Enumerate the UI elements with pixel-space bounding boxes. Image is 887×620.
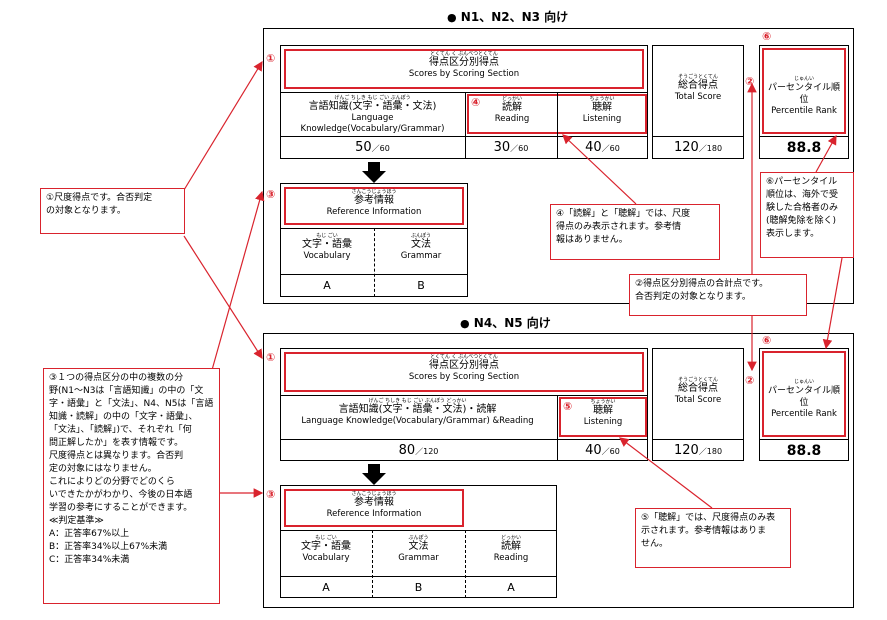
- top-ref-grammar-value: B: [417, 279, 425, 292]
- note-1: ①尺度得点です。合否判定 の対象となります。: [40, 188, 185, 234]
- bottom-lang-score: 80／120: [398, 443, 439, 458]
- note-2: ②得点区分別得点の合計点です。 合否判定の対象となります。: [629, 274, 807, 316]
- marker-3-top: ③: [266, 188, 276, 201]
- bottom-ref-grammar-value: B: [414, 581, 423, 594]
- top-section-title: ● N1、N2、N3 向け: [447, 10, 569, 24]
- bottom-section-title: ● N4、N5 向け: [460, 316, 551, 330]
- top-total-label: そうごうとくてん 総合得点 Total Score: [674, 74, 722, 102]
- note-4: ④「読解」と「聴解」では、尺度 得点のみ表示されます。参考情 報はありません。: [550, 204, 720, 260]
- top-lang-score: 50／60: [355, 140, 390, 155]
- top-down-arrow: [362, 171, 386, 183]
- bottom-down-arrow: [362, 473, 386, 485]
- bottom-listening-score: 40／60: [585, 443, 620, 458]
- top-total-score: 120／180: [673, 140, 723, 155]
- marker-2-top: ②: [745, 75, 755, 88]
- note-5: ⑤「聴解」では、尺度得点のみ表 示されます。参考情報はありま せん。: [635, 508, 791, 568]
- bottom-lang-knowledge-label: げんご ちしき もじ ごい ぶんぽう どっかい 言語知識(文字・語彙・文法)・読…: [301, 398, 534, 426]
- top-total-box: [652, 45, 744, 159]
- bottom-ref-vocab-value: A: [322, 581, 330, 594]
- marker-5: ⑤: [563, 400, 573, 413]
- bottom-reference-header: さんこうじょうほう 参考情報 Reference Information: [284, 489, 464, 527]
- bottom-panel: [263, 333, 854, 608]
- bottom-score-table: [280, 348, 648, 461]
- bottom-ref-reading-value: A: [507, 581, 515, 594]
- bottom-percentile-value: 88.8: [786, 443, 822, 459]
- top-reading-label: どっかい 読解 Reading: [494, 96, 530, 124]
- top-panel: [263, 28, 854, 304]
- top-reading-score: 30／60: [493, 140, 529, 155]
- marker-6-bottom: ⑥: [762, 334, 772, 347]
- bottom-reference-table: [280, 485, 557, 598]
- marker-3-bottom: ③: [266, 488, 276, 501]
- marker-4: ④: [471, 96, 481, 109]
- note-6: ⑥パーセンタイル 順位は、海外で受 験した合格者のみ (聴解免除を除く) 表示し…: [760, 172, 854, 258]
- bottom-total-label: そうごうとくてん 総合得点 Total Score: [674, 377, 722, 405]
- marker-1-bottom: ①: [266, 351, 276, 364]
- top-listening-score: 40／60: [585, 140, 620, 155]
- bottom-percentile-label: じゅんい パーセンタイル順位 Percentile Rank: [762, 351, 846, 437]
- top-percentile-label: じゅんい パーセンタイル順位 Percentile Rank: [762, 48, 846, 134]
- bottom-listening-label: ちょうかい 聴解 Listening: [559, 397, 647, 437]
- bottom-ref-vocab-label: もじ ごい 文字・語彙 Vocabulary: [301, 535, 351, 563]
- top-percentile-value: 88.8: [786, 140, 822, 156]
- bottom-section-header: とくてん く ぶんべつとくてん 得点区分別得点 Scores by Scorin…: [284, 352, 644, 392]
- top-lang-knowledge-label: げんご ちしき もじ ごい ぶんぽう 言語知識(文字・語彙・文法) Langua…: [300, 95, 445, 134]
- bottom-percentile-box: [759, 348, 849, 461]
- top-percentile-box: [759, 45, 849, 159]
- top-ref-vocab-label: もじ ごい 文字・語彙 Vocabulary: [302, 233, 352, 261]
- top-listening-label: ちょうかい 聴解 Listening: [582, 96, 622, 124]
- bottom-total-box: [652, 348, 744, 461]
- note-3: ③１つの得点区分の中の複数の分 野(N1〜N3は「言語知識」の中の「文 字・語彙…: [43, 368, 220, 604]
- marker-1-top: ①: [266, 52, 276, 65]
- marker-2-bottom: ②: [745, 374, 755, 387]
- top-ref-vocab-value: A: [323, 279, 331, 292]
- bottom-ref-reading-label: どっかい 読解 Reading: [493, 535, 529, 563]
- top-reference-header: さんこうじょうほう 参考情報 Reference Information: [284, 187, 464, 225]
- bottom-ref-grammar-label: ぶんぽう 文法 Grammar: [398, 535, 439, 563]
- top-section-header: とくてん く ぶんべつとくてん 得点区分別得点 Scores by Scorin…: [284, 49, 644, 89]
- marker-6-top: ⑥: [762, 30, 772, 43]
- top-score-table: [280, 45, 648, 159]
- top-ref-grammar-label: ぶんぽう 文法 Grammar: [400, 233, 442, 261]
- bottom-total-score: 120／180: [673, 443, 723, 458]
